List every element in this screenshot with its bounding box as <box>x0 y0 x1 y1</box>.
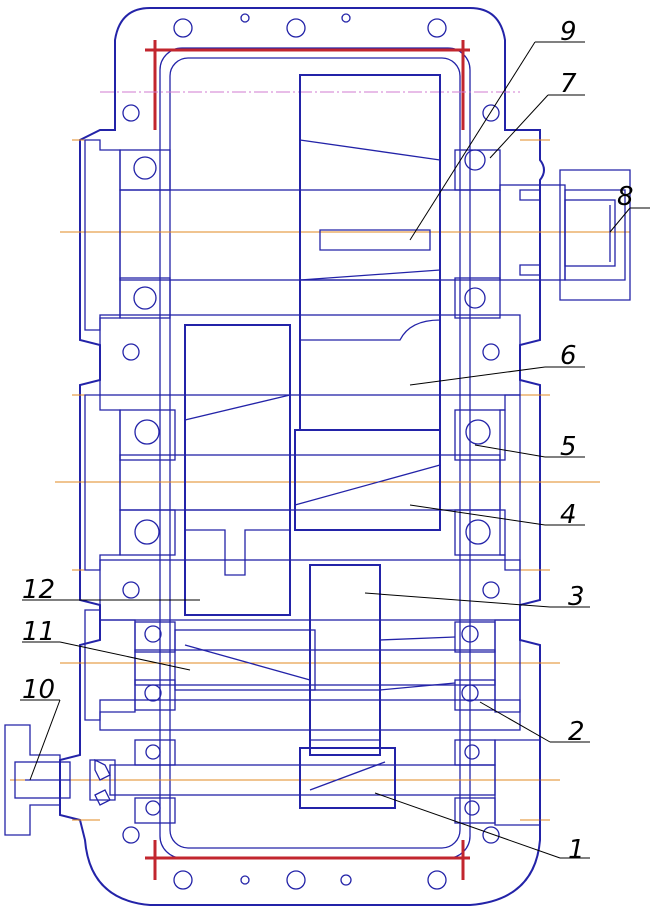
callout-11: 11 <box>22 617 55 647</box>
output-coupling <box>499 169 631 301</box>
callout-2: 2 <box>568 717 585 747</box>
shafts <box>109 189 501 796</box>
gears <box>94 74 541 809</box>
housing <box>59 7 545 906</box>
callout-12: 12 <box>22 575 55 605</box>
callout-6: 6 <box>560 341 577 371</box>
callout-5: 5 <box>560 432 577 462</box>
callout-1: 1 <box>568 835 585 865</box>
axis-lines <box>10 91 630 821</box>
callout-3: 3 <box>568 582 585 612</box>
bolt-marks <box>145 40 470 880</box>
callout-7: 7 <box>560 69 577 99</box>
bearings <box>119 149 506 824</box>
callout-10: 10 <box>22 675 55 705</box>
callout-9: 9 <box>560 17 577 47</box>
input-coupling <box>4 724 116 836</box>
leader-lines <box>20 41 650 859</box>
callout-8: 8 <box>617 182 634 212</box>
bolt-holes <box>122 13 500 890</box>
callout-labels: 1 2 3 4 5 6 7 8 9 10 11 12 <box>22 17 634 865</box>
callout-4: 4 <box>560 500 577 530</box>
